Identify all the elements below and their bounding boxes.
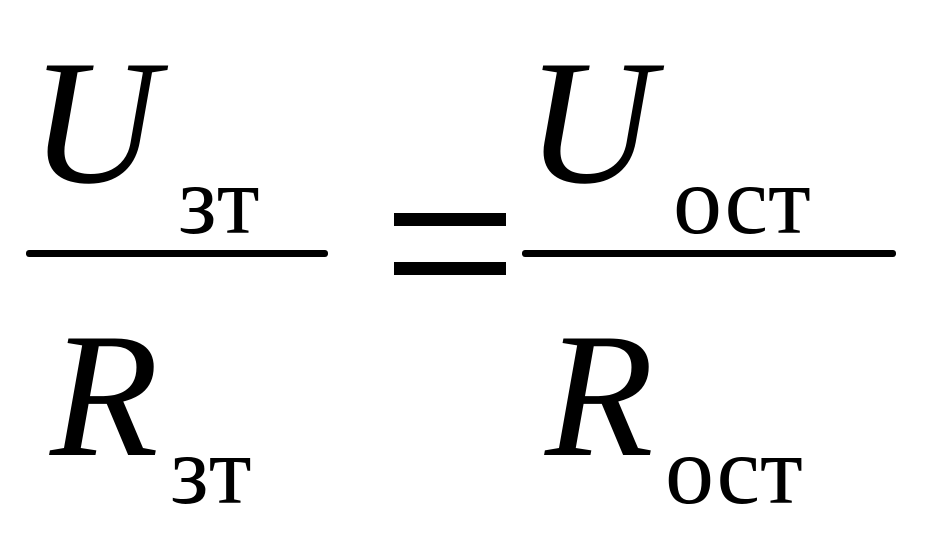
right-denominator-subscript: ост [665,417,803,525]
left-numerator-subscript: зт [178,147,260,255]
equals-bar-bottom [394,262,506,275]
right-denominator-symbol: R [545,296,654,494]
left-numerator-symbol: U [30,23,159,221]
right-numerator-subscript: ост [673,147,811,255]
right-numerator-symbol: U [526,23,655,221]
left-fraction-bar [26,250,328,257]
right-fraction-bar [522,250,896,257]
left-denominator-symbol: R [50,296,159,494]
equals-bar-top [394,213,506,226]
left-denominator-subscript: зт [170,417,252,525]
